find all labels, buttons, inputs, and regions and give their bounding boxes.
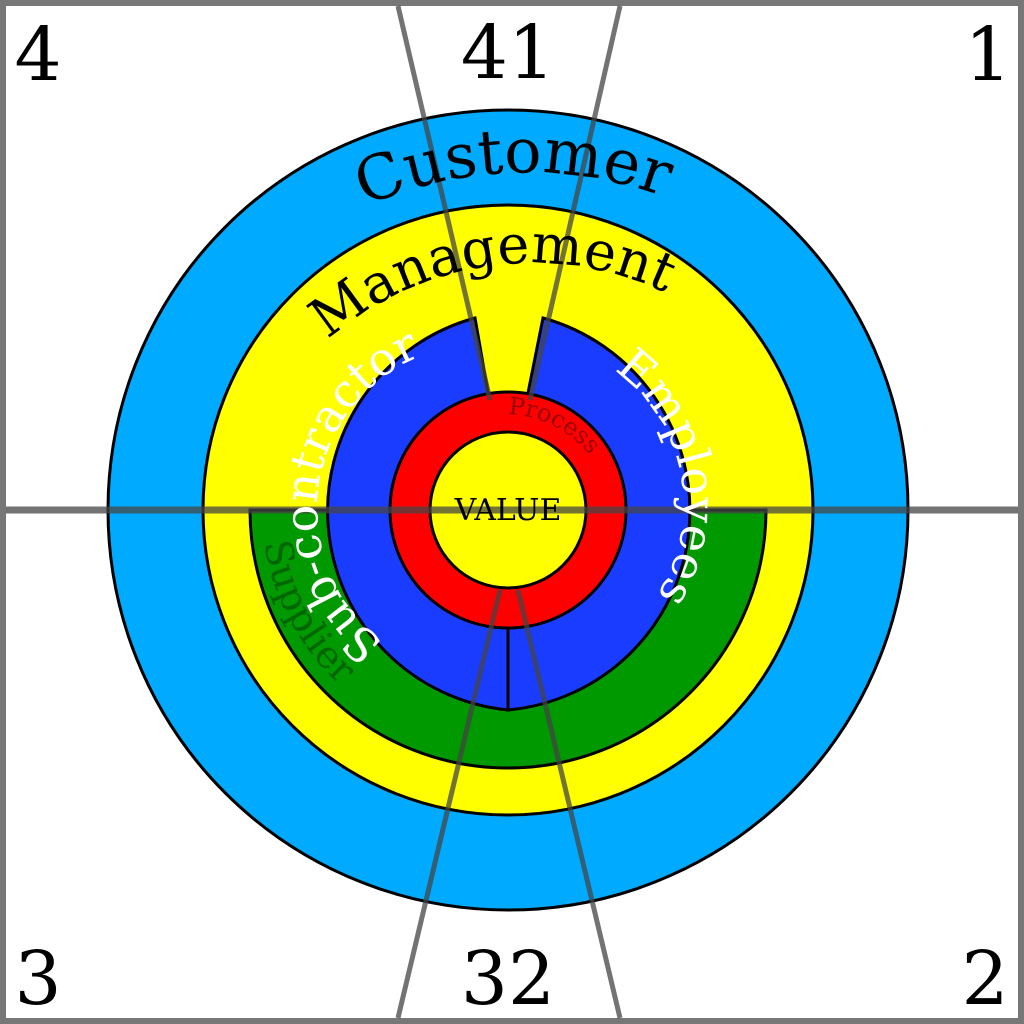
corner-number-top-left: 4	[14, 12, 61, 98]
divider-lower-right	[515, 589, 623, 1019]
corner-number-bottom-left: 3	[14, 936, 61, 1022]
divider-upper-left	[395, 5, 493, 401]
divider-lower-left	[395, 589, 503, 1019]
corner-number-bottom-right: 2	[961, 936, 1008, 1022]
corner-number-top-right: 1	[964, 12, 1011, 98]
corner-number-top-middle: 41	[461, 10, 555, 96]
corner-number-bottom-middle: 32	[461, 936, 555, 1022]
divider-upper-right	[527, 5, 623, 401]
value-label: VALUE	[454, 493, 562, 528]
